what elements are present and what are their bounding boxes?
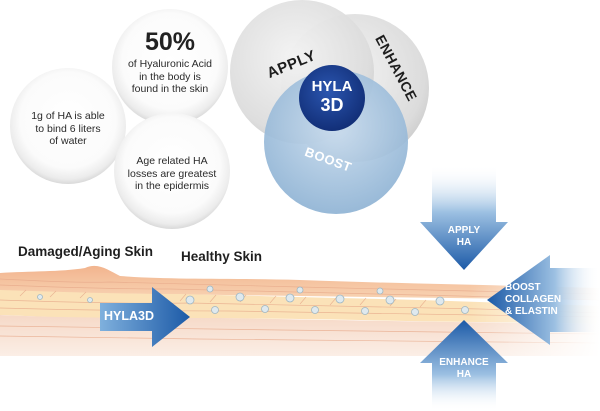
apply-ha-arrow [420,165,508,270]
venn-center-circle [299,65,365,131]
boost-collagen-arrow [487,255,600,345]
age-fact: Age related HA losses are greatest in th… [127,155,217,192]
skin-outer-layer [0,265,600,300]
boost-collagen-label: BOOST COLLAGEN & ELASTIN [505,282,562,317]
bubble-percent [112,9,228,125]
venn-center-line1: HYLA [311,78,353,95]
healthy-skin-label: Healthy Skin [181,249,263,264]
stat-percent-caption: of Hyaluronic Acid in the body is found … [127,58,213,95]
venn-diagram [230,0,429,214]
hyla3d-arrow-label: HYLA3D [104,309,155,323]
skin-cross-section [0,260,600,360]
enhance-ha-label: ENHANCE HA [439,357,489,380]
venn-center-logo: HYLA 3D [299,78,365,114]
stat-percent: 50% [144,28,196,56]
bubble-age [114,113,230,229]
water-fact: 1g of HA is able to bind 6 liters of wat… [31,110,105,147]
hyla3d-arrow [100,287,190,347]
bubble-water [10,68,126,184]
ha-molecules [37,285,469,316]
apply-ha-label: APPLY HA [447,225,481,248]
info-bubbles [10,9,230,229]
enhance-ha-arrow [420,320,508,411]
venn-center-line2: 3D [320,95,344,115]
damaged-skin-label: Damaged/Aging Skin [18,244,154,259]
